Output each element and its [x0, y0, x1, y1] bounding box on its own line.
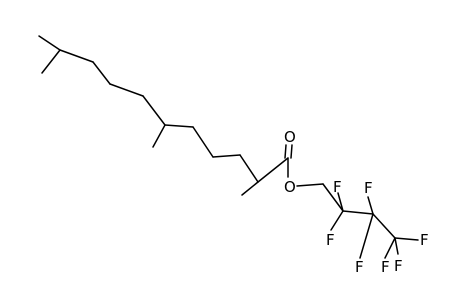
bond-cf2-cf2 [342, 210, 374, 215]
bond-cf3-f-left [384, 237, 396, 259]
atom-fluorine-5: F [381, 258, 390, 276]
bond-carbonyl-double-a [284, 144, 287, 159]
atom-labels: O O F F F F F F F [284, 128, 429, 276]
bond-chain-4 [142, 95, 166, 126]
bond-cf2b-f-up [367, 196, 374, 215]
atom-fluorine-1: F [333, 178, 342, 196]
atom-carbonyl-oxygen: O [284, 128, 296, 146]
bond-cf2-f-up [337, 192, 344, 212]
bond-methyl-top-left [38, 35, 61, 51]
bond-chain-6 [192, 126, 214, 158]
bond-alpha-carbonyl [257, 157, 289, 183]
atom-fluorine-6: F [420, 231, 429, 249]
atom-fluorine-4: F [355, 258, 364, 276]
bond-methyl-alpha [241, 181, 259, 196]
bond-methyl-top-down [41, 49, 61, 74]
atom-fluorine-2: F [326, 231, 335, 249]
bond-cf3-f-down [394, 237, 399, 255]
bond-cf2-f-down [330, 210, 344, 231]
bond-ester-o-ch2 [296, 183, 324, 187]
bond-ch2-cf2 [322, 183, 344, 212]
bond-chain-8 [239, 154, 259, 183]
bond-cf2-cf3 [372, 213, 396, 239]
bond-cf2b-f-down [359, 213, 374, 259]
bond-chain-7 [212, 154, 241, 158]
atom-fluorine-3: F [364, 179, 373, 197]
bond-chain-2 [92, 61, 111, 85]
atom-fluorine-7: F [394, 257, 403, 275]
bond-chain-1 [59, 49, 94, 63]
bond-chain-3 [109, 83, 144, 97]
bond-chain-5 [164, 124, 194, 128]
atom-ester-oxygen: O [284, 178, 296, 196]
bonds [38, 35, 419, 259]
bond-cf3-f-right [394, 237, 419, 241]
bond-carbonyl-double-b [290, 144, 293, 159]
bond-methyl-mid [152, 124, 166, 148]
